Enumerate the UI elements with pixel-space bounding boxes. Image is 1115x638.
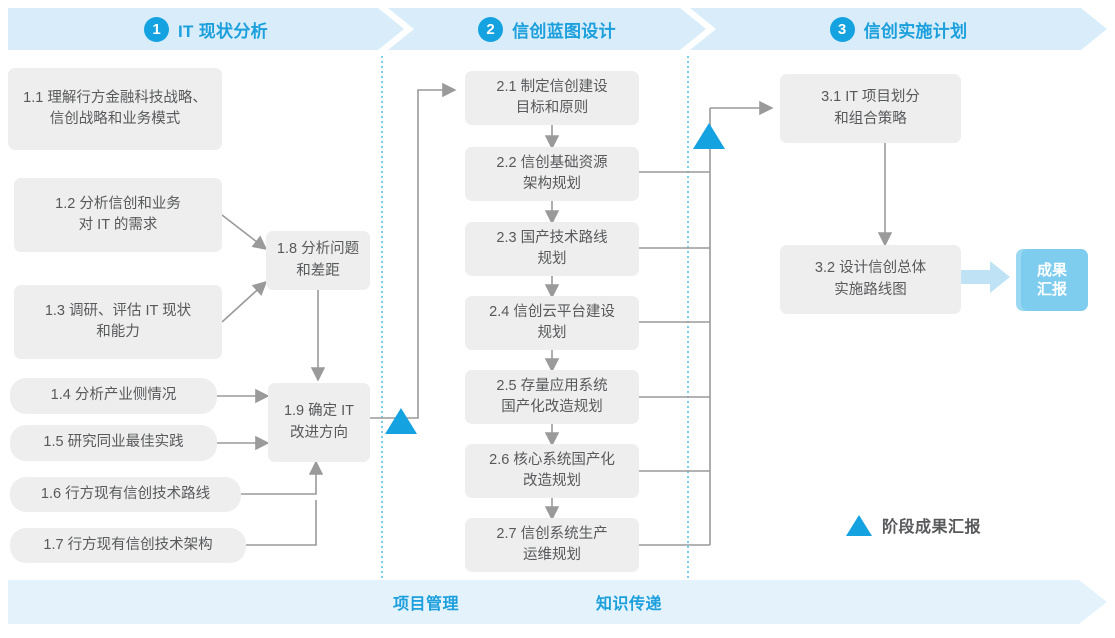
triangle-marker-icon: [846, 514, 872, 536]
node-1-2[interactable]: 1.2 分析信创和业务 对 IT 的需求: [14, 178, 222, 252]
edge-17-19: [246, 500, 317, 546]
phase-3-number: 3: [829, 16, 855, 42]
phase-header-1: 1 IT 现状分析: [8, 8, 404, 50]
edge-12-18: [221, 214, 268, 250]
legend-label: 阶段成果汇报: [882, 519, 982, 536]
node-1-7[interactable]: 1.7 行方现有信创技术架构: [10, 528, 246, 563]
edge-16-19: [241, 460, 324, 495]
node-2-3[interactable]: 2.3 国产技术路线 规划: [465, 222, 639, 276]
phase-1-number: 1: [144, 16, 170, 42]
milestone-triangle-phase1: [385, 408, 417, 434]
phase-header-1-shape: [8, 8, 404, 50]
phase-3-title: 信创实施计划: [863, 21, 968, 41]
node-2-4[interactable]: 2.4 信创云平台建设 规划: [465, 296, 639, 350]
milestone-triangle-phase2: [693, 123, 725, 149]
node-3-1[interactable]: 3.1 IT 项目划分 和组合策略: [780, 74, 961, 143]
node-1-6[interactable]: 1.6 行方现有信创技术路线: [10, 477, 241, 512]
phase-header-2: 2 信创蓝图设计: [388, 8, 706, 50]
result-arrow: [961, 261, 1010, 293]
node-1-1[interactable]: 1.1 理解行方金融科技战略、 信创战略和业务模式: [8, 68, 222, 150]
node-1-9[interactable]: 1.9 确定 IT 改进方向: [268, 383, 370, 462]
node-2-2[interactable]: 2.2 信创基础资源 架构规划: [465, 147, 639, 201]
phase-header-3-shape: [690, 8, 1107, 50]
edge-13-18: [221, 280, 268, 323]
bottom-band-shape: [8, 580, 1107, 624]
phase-2-number: 2: [478, 16, 504, 42]
phase-1-title: IT 现状分析: [178, 21, 268, 41]
legend: 阶段成果汇报: [846, 513, 981, 537]
phase-header-2-shape: [388, 8, 706, 50]
node-1-4[interactable]: 1.4 分析产业侧情况: [10, 378, 217, 414]
node-2-7[interactable]: 2.7 信创系统生产 运维规划: [465, 518, 639, 572]
bottom-band: 项目管理 知识传递: [8, 580, 1107, 624]
node-1-3[interactable]: 1.3 调研、评估 IT 现状 和能力: [14, 285, 222, 359]
edge-19-21: [370, 82, 457, 419]
bottom-label-knowledge-transfer: 知识传递: [596, 596, 663, 613]
phase-header-3: 3 信创实施计划: [690, 8, 1107, 50]
phase-2-title: 信创蓝图设计: [512, 21, 616, 41]
node-3-2[interactable]: 3.2 设计信创总体 实施路线图: [780, 245, 961, 314]
node-2-6[interactable]: 2.6 核心系统国产化 改造规划: [465, 444, 639, 498]
bottom-label-project-management: 项目管理: [393, 596, 460, 613]
node-1-5[interactable]: 1.5 研究同业最佳实践: [10, 425, 217, 461]
node-2-5[interactable]: 2.5 存量应用系统 国产化改造规划: [465, 370, 639, 424]
node-1-8[interactable]: 1.8 分析问题 和差距: [266, 231, 370, 290]
node-result-report[interactable]: 成果 汇报: [1016, 249, 1088, 311]
node-2-1[interactable]: 2.1 制定信创建设 目标和原则: [465, 71, 639, 125]
